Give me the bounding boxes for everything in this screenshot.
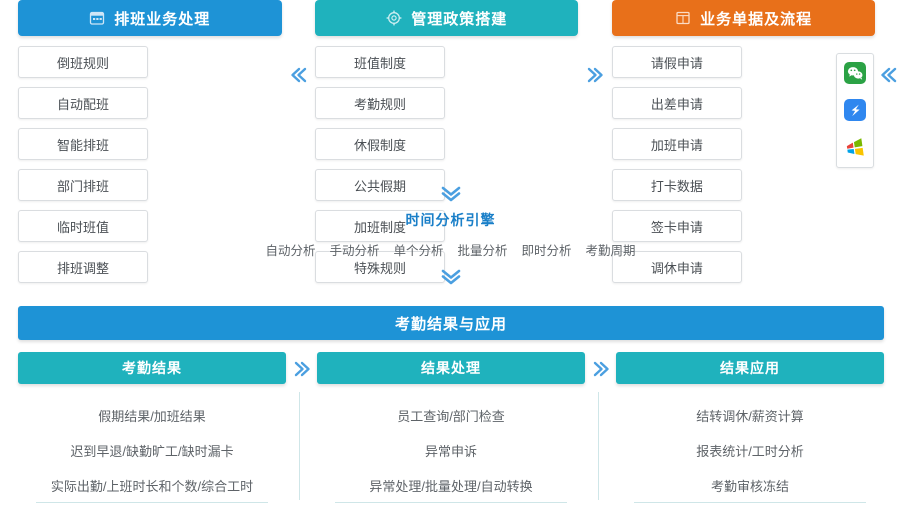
result-column-result-processing: 结果处理 员工查询/部门检查 异常申诉 异常处理/批量处理/自动转换 [317,352,585,503]
chevron-right-double-icon [578,0,611,150]
results-banner: 考勤结果与应用 [18,306,884,340]
dingtalk-icon[interactable] [844,99,866,122]
module-cell-grid: 倒班规则 自动配班 智能排班 部门排班 临时班值 排班调整 [18,46,282,283]
result-line: 考勤审核冻结 [710,479,789,494]
module-header-forms[interactable]: 业务单据及流程 [611,0,876,36]
module-column-scheduling: 排班业务处理 倒班规则 自动配班 智能排班 部门排班 临时班值 排班调整 [18,0,282,283]
engine-tag: 即时分析 [521,244,572,258]
engine-tag-list: 自动分析 手动分析 单个分析 批量分析 即时分析 考勤周期 [265,240,635,259]
engine-tag: 批量分析 [457,244,508,258]
divider [36,502,268,503]
module-cell[interactable]: 调休申请 [611,251,742,283]
divider [335,502,567,503]
result-column-result-application: 结果应用 结转调休/薪资计算 报表统计/工时分析 考勤审核冻结 [616,352,884,503]
chevron-right-double-icon [286,352,317,472]
divider [634,502,866,503]
chevron-down-double-icon [438,267,464,287]
module-cell[interactable]: 排班调整 [18,251,148,283]
form-document-icon [675,10,691,26]
module-cell[interactable]: 考勤规则 [314,87,445,119]
module-header-label: 业务单据及流程 [700,10,813,28]
wechat-icon[interactable] [844,61,866,84]
result-line: 迟到早退/缺勤旷工/缺时漏卡 [70,444,234,459]
analysis-engine-section: 时间分析引擎 自动分析 手动分析 单个分析 批量分析 即时分析 考勤周期 [0,184,901,287]
result-header[interactable]: 结果应用 [616,352,884,384]
module-cell[interactable]: 部门排班 [18,169,148,201]
chevron-left-double-icon [282,0,315,150]
module-cell[interactable]: 打卡数据 [611,169,742,201]
result-line: 实际出勤/上班时长和个数/综合工时 [50,479,254,494]
engine-title: 时间分析引擎 [405,212,496,228]
engine-tag: 单个分析 [393,244,444,258]
result-line: 结转调休/薪资计算 [696,409,804,424]
module-cell-grid: 请假申请 出差申请 加班申请 打卡数据 签卡申请 调休申请 [611,46,876,283]
result-line: 异常申诉 [424,444,477,459]
app-integration-dock [836,53,874,168]
result-line: 假期结果/加班结果 [98,409,206,424]
module-column-policy: 管理政策搭建 班值制度 考勤规则 休假制度 公共假期 加班制度 特殊规则 [314,0,579,283]
engine-tag: 手动分析 [329,244,380,258]
calendar-icon [89,10,105,26]
result-line-list: 结转调休/薪资计算 报表统计/工时分析 考勤审核冻结 [616,406,884,495]
module-header-policy[interactable]: 管理政策搭建 [314,0,579,36]
chevron-right-double-icon [585,352,616,472]
result-header[interactable]: 考勤结果 [18,352,286,384]
divider [299,392,300,500]
module-cell[interactable]: 休假制度 [314,128,445,160]
module-cell[interactable]: 班值制度 [314,46,445,78]
chevron-left-double-icon [875,0,901,150]
results-columns-area: 考勤结果 假期结果/加班结果 迟到早退/缺勤旷工/缺时漏卡 实际出勤/上班时长和… [18,352,884,512]
module-cell[interactable]: 公共假期 [314,169,445,201]
result-column-attendance-results: 考勤结果 假期结果/加班结果 迟到早退/缺勤旷工/缺时漏卡 实际出勤/上班时长和… [18,352,286,503]
module-cell[interactable]: 智能排班 [18,128,148,160]
result-line-list: 假期结果/加班结果 迟到早退/缺勤旷工/缺时漏卡 实际出勤/上班时长和个数/综合… [18,406,286,495]
engine-tag: 考勤周期 [585,244,636,258]
chevron-down-double-icon [438,184,464,204]
module-cell[interactable]: 自动配班 [18,87,148,119]
module-header-label: 管理政策搭建 [411,10,508,28]
module-cell[interactable]: 倒班规则 [18,46,148,78]
result-line: 异常处理/批量处理/自动转换 [369,479,533,494]
module-header-label: 排班业务处理 [114,10,211,28]
module-cell[interactable]: 加班制度 [314,210,445,242]
result-header[interactable]: 结果处理 [317,352,585,384]
module-cell[interactable]: 出差申请 [611,87,742,119]
module-cell[interactable]: 请假申请 [611,46,742,78]
module-cell[interactable]: 加班申请 [611,128,742,160]
gear-icon [386,10,402,26]
result-line: 报表统计/工时分析 [696,444,804,459]
result-line-list: 员工查询/部门检查 异常申诉 异常处理/批量处理/自动转换 [317,406,585,495]
module-header-scheduling[interactable]: 排班业务处理 [18,0,282,36]
result-line: 员工查询/部门检查 [397,409,505,424]
module-cell[interactable]: 特殊规则 [314,251,445,283]
module-cell[interactable]: 签卡申请 [611,210,742,242]
windows-icon[interactable] [844,137,866,159]
engine-tag: 自动分析 [265,244,316,258]
module-cell[interactable]: 临时班值 [18,210,148,242]
divider [598,392,599,500]
module-column-forms: 业务单据及流程 请假申请 出差申请 加班申请 打卡数据 签卡申请 调休申请 [611,0,876,283]
top-modules-area: 排班业务处理 倒班规则 自动配班 智能排班 部门排班 临时班值 排班调整 [0,0,901,283]
module-cell-grid: 班值制度 考勤规则 休假制度 公共假期 加班制度 特殊规则 [314,46,579,283]
